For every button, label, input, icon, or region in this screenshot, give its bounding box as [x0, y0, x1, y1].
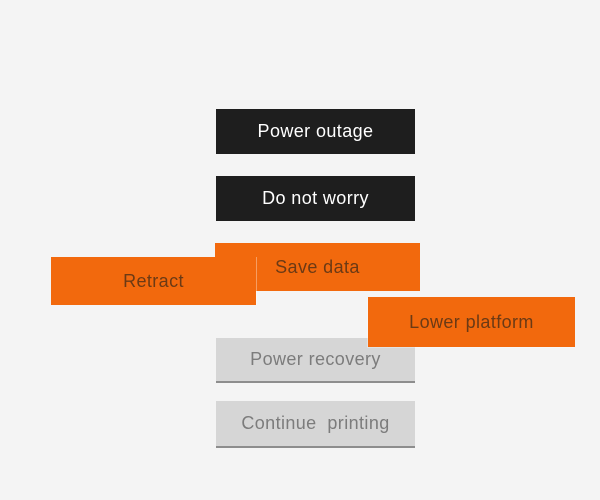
- save-data-label: Save data: [275, 256, 360, 277]
- lower-platform-button[interactable]: Lower platform: [368, 297, 575, 347]
- power-recovery-label: Power recovery: [250, 349, 381, 369]
- continue-printing-label: Continue printing: [241, 413, 390, 433]
- retract-label: Retract: [123, 270, 184, 291]
- retract-button[interactable]: Retract: [51, 257, 256, 305]
- power-outage-button[interactable]: Power outage: [216, 109, 415, 154]
- power-outage-label: Power outage: [257, 121, 374, 141]
- do-not-worry-label: Do not worry: [262, 188, 369, 208]
- continue-printing-button[interactable]: Continue printing: [216, 401, 415, 448]
- do-not-worry-button[interactable]: Do not worry: [216, 176, 415, 221]
- lower-platform-label: Lower platform: [409, 311, 534, 332]
